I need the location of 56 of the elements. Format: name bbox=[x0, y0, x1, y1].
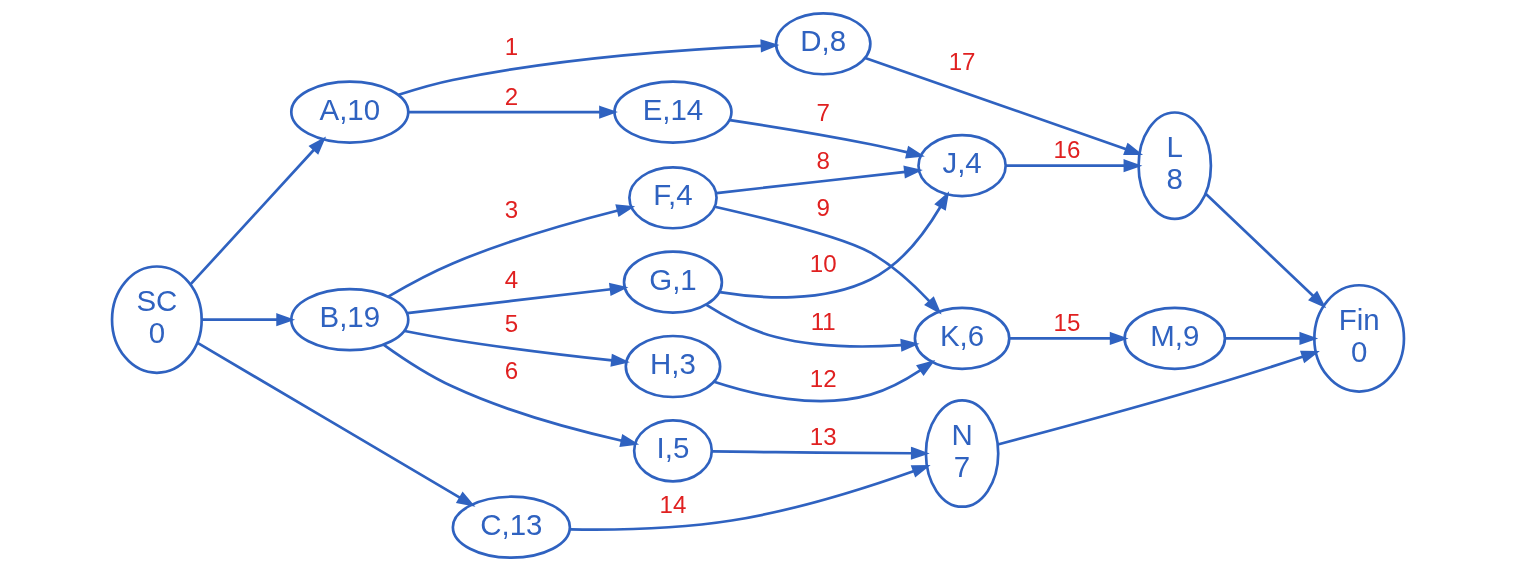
arrow bbox=[715, 165, 923, 195]
arrow bbox=[196, 341, 475, 507]
arrow bbox=[189, 136, 326, 286]
edge-label: 1 bbox=[504, 33, 518, 61]
edge-label: 13 bbox=[809, 422, 837, 450]
edge-label: 6 bbox=[504, 357, 518, 385]
arrow bbox=[200, 313, 295, 327]
edge-label: 15 bbox=[1053, 308, 1080, 336]
arrow bbox=[382, 343, 639, 447]
arrow bbox=[729, 118, 925, 159]
node-ellipse: J,4 bbox=[916, 133, 1007, 198]
node-ellipse: SC 0 bbox=[110, 265, 203, 375]
node-ellipse: G,1 bbox=[622, 250, 723, 314]
arrow bbox=[408, 105, 618, 119]
node-ellipse: A,10 bbox=[289, 80, 410, 144]
edge-label: 14 bbox=[659, 490, 686, 518]
edge-label: 8 bbox=[816, 146, 830, 174]
edge-label: 5 bbox=[504, 310, 518, 338]
arrow bbox=[864, 56, 1143, 156]
edge-label: 16 bbox=[1053, 136, 1080, 164]
arrow bbox=[406, 282, 628, 315]
arrow bbox=[1204, 192, 1326, 309]
node-ellipse: Fin 0 bbox=[1312, 283, 1405, 393]
edge-label: 17 bbox=[948, 47, 975, 75]
node-ellipse: F,4 bbox=[627, 165, 718, 230]
node-ellipse: M,9 bbox=[1122, 306, 1226, 371]
edge-label: 2 bbox=[504, 82, 518, 110]
edge-label: 4 bbox=[504, 266, 518, 294]
arrow bbox=[404, 329, 630, 367]
arrow bbox=[569, 465, 931, 531]
edge-label: 10 bbox=[809, 249, 837, 277]
edge-label: 11 bbox=[810, 307, 836, 335]
node-ellipse: N 7 bbox=[924, 399, 1000, 509]
node-ellipse: L 8 bbox=[1136, 111, 1212, 221]
arrow bbox=[1005, 159, 1142, 173]
node-ellipse: K,6 bbox=[913, 306, 1011, 371]
arrow bbox=[713, 359, 935, 403]
arrow bbox=[1224, 331, 1318, 345]
arrow bbox=[397, 39, 779, 97]
arrow bbox=[714, 205, 942, 315]
arrow bbox=[996, 350, 1320, 446]
node-ellipse: I,5 bbox=[632, 419, 713, 483]
edge-label: 12 bbox=[809, 365, 837, 393]
node-ellipse: B,19 bbox=[289, 287, 410, 352]
arrow bbox=[1009, 331, 1129, 345]
edge-label: 7 bbox=[816, 98, 830, 126]
node-ellipse: E,14 bbox=[612, 80, 733, 144]
arrow bbox=[711, 446, 930, 460]
arrow bbox=[719, 191, 949, 299]
edge-label: 3 bbox=[504, 196, 518, 224]
edge-label: 9 bbox=[816, 193, 830, 221]
arrow bbox=[705, 303, 920, 352]
arrow bbox=[387, 204, 635, 298]
node-ellipse: H,3 bbox=[624, 334, 721, 399]
node-ellipse: C,13 bbox=[451, 495, 571, 559]
node-ellipse: D,8 bbox=[774, 12, 872, 76]
